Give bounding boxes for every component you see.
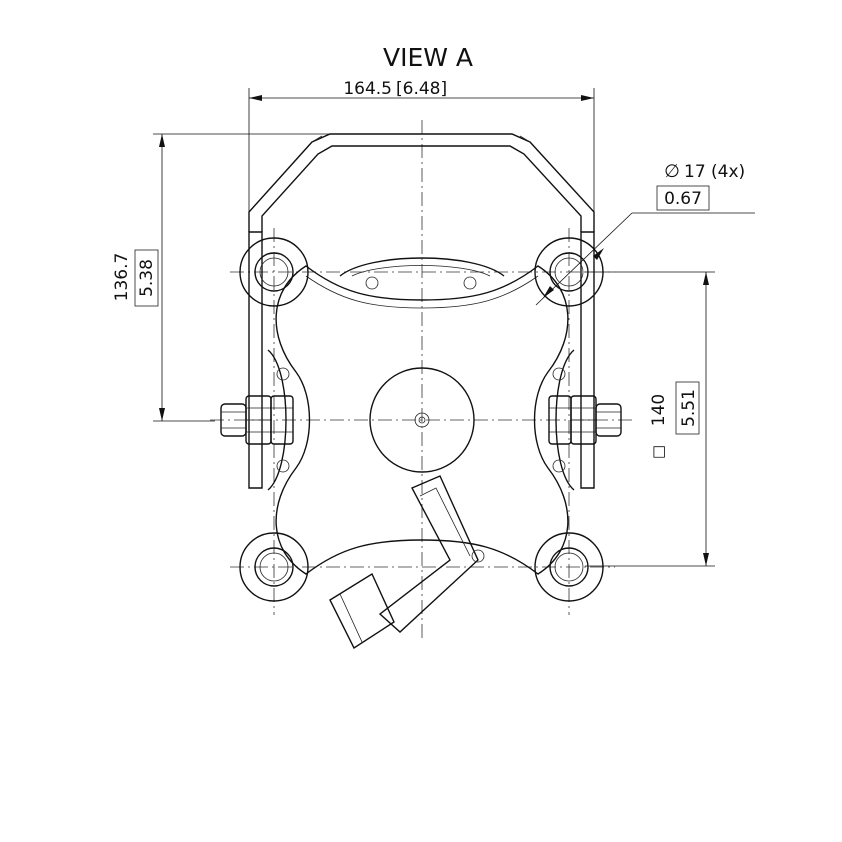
height-dimension: 136.7 5.38 xyxy=(112,133,330,422)
bolt-pattern-metric-label: 140 xyxy=(649,394,669,426)
main-cross-plate xyxy=(275,265,569,575)
right-nut-stack xyxy=(548,395,622,445)
central-hub xyxy=(369,367,475,473)
handle-lever xyxy=(329,475,485,650)
width-dimension: 164.5 [6.48] xyxy=(248,79,595,232)
side-pivot-plates xyxy=(267,349,575,491)
left-nut-stack xyxy=(220,395,294,445)
height-metric-label: 136.7 xyxy=(112,253,132,302)
square-symbol: □ xyxy=(649,445,667,459)
bolt-pattern-imperial-label: 5.51 xyxy=(679,389,699,427)
mounting-bracket xyxy=(248,133,595,489)
view-title: VIEW A xyxy=(383,43,473,72)
height-imperial-box xyxy=(134,249,159,307)
corner-boss-bottom-left xyxy=(239,532,309,602)
bolt-pattern-imperial-box xyxy=(675,381,700,435)
hole-imperial-box xyxy=(656,185,710,211)
top-disk xyxy=(339,257,505,290)
width-imperial-label: [6.48] xyxy=(396,79,447,99)
bolt-pattern-dimension: 140 □ 5.51 xyxy=(585,271,715,567)
width-metric-label: 164.5 xyxy=(343,79,392,99)
height-imperial-label: 5.38 xyxy=(137,259,157,297)
hole-callout: ∅ 17 (4x) 0.67 xyxy=(535,161,755,306)
corner-boss-top-left xyxy=(239,237,309,307)
corner-boss-top-right xyxy=(534,237,604,307)
hole-imperial-label: 0.67 xyxy=(664,189,702,209)
hole-callout-label: 17 (4x) xyxy=(684,162,745,182)
diameter-symbol: ∅ xyxy=(664,161,680,182)
corner-boss-bottom-right xyxy=(534,532,604,602)
center-lines xyxy=(210,120,635,640)
